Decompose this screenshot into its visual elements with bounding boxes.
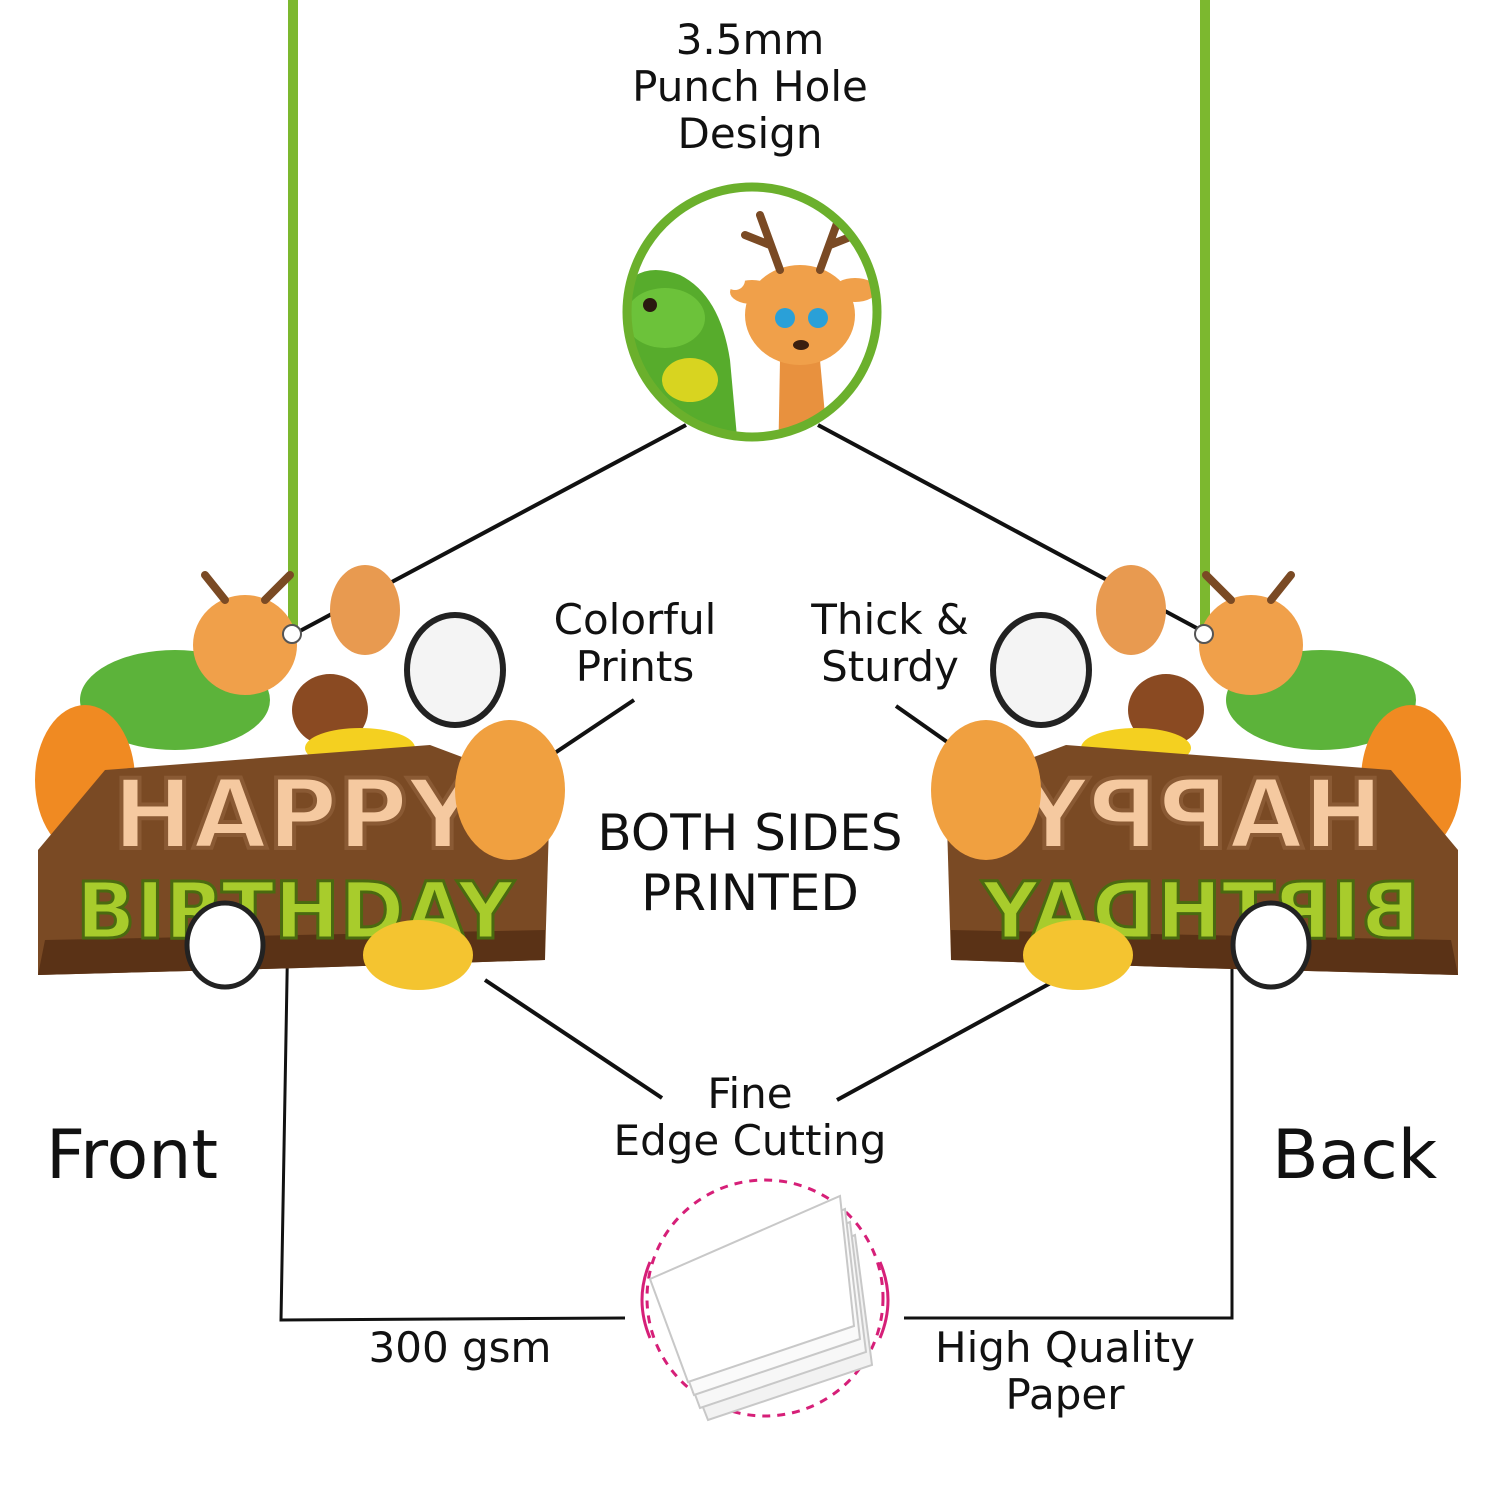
bracket-line-back [904, 968, 1234, 1320]
back-sign-birthday-text: BIRTHDAY [981, 867, 1420, 957]
colorful-prints-label: Colorful Prints [553, 595, 717, 692]
back-lion-cub-illustration [931, 720, 1041, 860]
bracket-line-front [279, 921, 626, 1322]
hanging-string-right [1200, 0, 1210, 628]
front-deer-illustration [193, 595, 297, 695]
fine-edge-cutting-label: Fine Edge Cutting [613, 1069, 887, 1166]
back-punch-hole [1194, 624, 1214, 644]
front-sign-happy-text: HAPPY [113, 759, 479, 871]
front-sign-graphic: HAPPY BIRTHDAY [35, 565, 565, 990]
both-sides-printed-label: BOTH SIDES PRINTED [597, 804, 903, 922]
front-label: Front [46, 1116, 218, 1195]
back-sign-graphic: HAPPY BIRTHDAY [931, 565, 1461, 990]
front-monkey-illustration [292, 674, 368, 746]
front-kangaroo-illustration [330, 565, 400, 655]
front-panda-illustration [184, 900, 266, 990]
punch-hole-label: 3.5mm Punch Hole Design [632, 15, 868, 159]
hanging-string-left [288, 0, 298, 628]
back-deer-illustration [1199, 595, 1303, 695]
back-sign-happy-text: HAPPY [1017, 759, 1383, 871]
back-leopard-illustration [1023, 920, 1133, 990]
punch-hole-zoom-circle [622, 182, 882, 442]
back-label: Back [1272, 1116, 1438, 1195]
front-wood-board [38, 745, 550, 975]
back-kangaroo-illustration [1096, 565, 1166, 655]
front-punch-hole [282, 624, 302, 644]
back-zebra-illustration [990, 612, 1092, 728]
front-zebra-illustration [404, 612, 506, 728]
thick-sturdy-label: Thick & Sturdy [811, 595, 969, 692]
back-panda-illustration [1230, 900, 1312, 990]
callout-line-edge-left [483, 978, 664, 1100]
back-wood-board [946, 745, 1458, 975]
back-monkey-illustration [1128, 674, 1204, 746]
callout-line-edge-right [836, 960, 1090, 1102]
front-leopard-illustration [363, 920, 473, 990]
paper-stack-icon [640, 1178, 890, 1422]
gsm-label: 300 gsm [368, 1323, 552, 1372]
high-quality-paper-label: High Quality Paper [935, 1323, 1195, 1420]
front-lion-cub-illustration [455, 720, 565, 860]
